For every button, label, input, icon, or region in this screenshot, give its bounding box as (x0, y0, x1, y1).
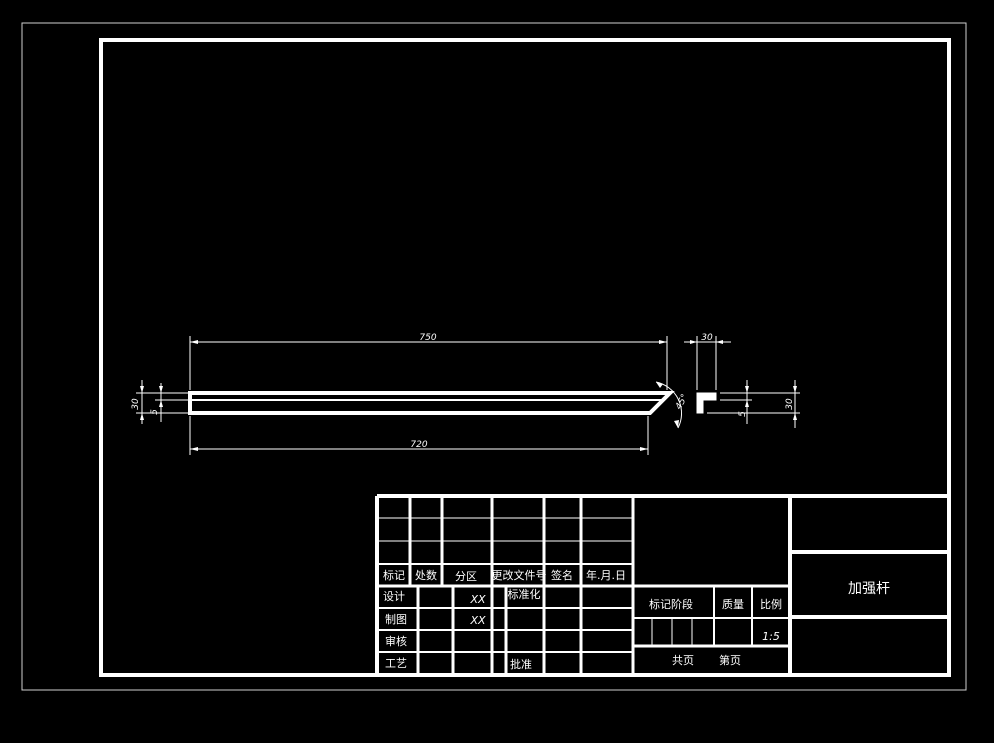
arrow (140, 413, 144, 420)
dim-text-720: 720 (410, 440, 427, 450)
arrow (190, 447, 198, 451)
tb-label-total-pages: 共页 (672, 654, 694, 667)
arrow (745, 400, 749, 407)
tb-label-change-doc: 更改文件号 (492, 568, 547, 582)
arrow (190, 340, 198, 344)
dim-text-30-left: 30 (131, 398, 141, 410)
outer-border (21, 22, 967, 691)
tb-label-process: 工艺 (385, 657, 407, 670)
arrow (745, 386, 749, 393)
arrow (656, 382, 663, 388)
angle-section (696, 392, 717, 414)
arrow (716, 340, 723, 344)
tb-label-review: 审核 (385, 634, 407, 648)
arrow (793, 386, 797, 393)
arrow (640, 447, 648, 451)
tb-label-standardize: 标准化 (508, 587, 541, 601)
arrow (159, 400, 163, 407)
title-block-text: 标记 处数 分区 更改文件号 签名 年.月.日 设计 XX 标准化 制图 XX … (383, 568, 890, 671)
tb-part-name: 加强杆 (848, 581, 890, 597)
part-section-view (684, 336, 800, 428)
part-main-view (136, 336, 683, 455)
tb-label-scale: 比例 (760, 597, 782, 611)
dim-text-750: 750 (419, 333, 436, 343)
arrow (690, 340, 697, 344)
tb-label-count: 处数 (415, 569, 437, 582)
tb-label-zone: 分区 (455, 570, 477, 583)
arrow (674, 420, 679, 428)
dim-text-30-right: 30 (785, 398, 795, 410)
dim-text-5-right: 5 (738, 411, 748, 417)
tb-label-mark: 标记 (383, 568, 405, 582)
tb-label-mass: 质量 (722, 598, 744, 611)
title-block (375, 494, 949, 675)
tb-label-signature: 签名 (551, 568, 573, 582)
tb-label-design: 设计 (383, 590, 405, 603)
tb-value-drafting: XX (469, 614, 486, 627)
tb-label-date: 年.月.日 (586, 568, 626, 582)
arrow (140, 386, 144, 393)
arrow (159, 386, 163, 393)
bar-outline (188, 391, 675, 415)
tb-label-drafting: 制图 (385, 613, 407, 626)
arrow (659, 340, 667, 344)
dim-text-5-left: 5 (150, 409, 160, 415)
tb-value-design: XX (469, 593, 486, 606)
tb-label-stage-mark: 标记阶段 (649, 597, 693, 611)
drawing-frame (99, 38, 951, 677)
tb-label-page-no: 第页 (719, 653, 741, 667)
tb-label-approve: 批准 (510, 657, 532, 671)
dim-text-30-top: 30 (701, 333, 713, 343)
arrow (793, 413, 797, 420)
tb-value-scale: 1:5 (762, 630, 780, 643)
